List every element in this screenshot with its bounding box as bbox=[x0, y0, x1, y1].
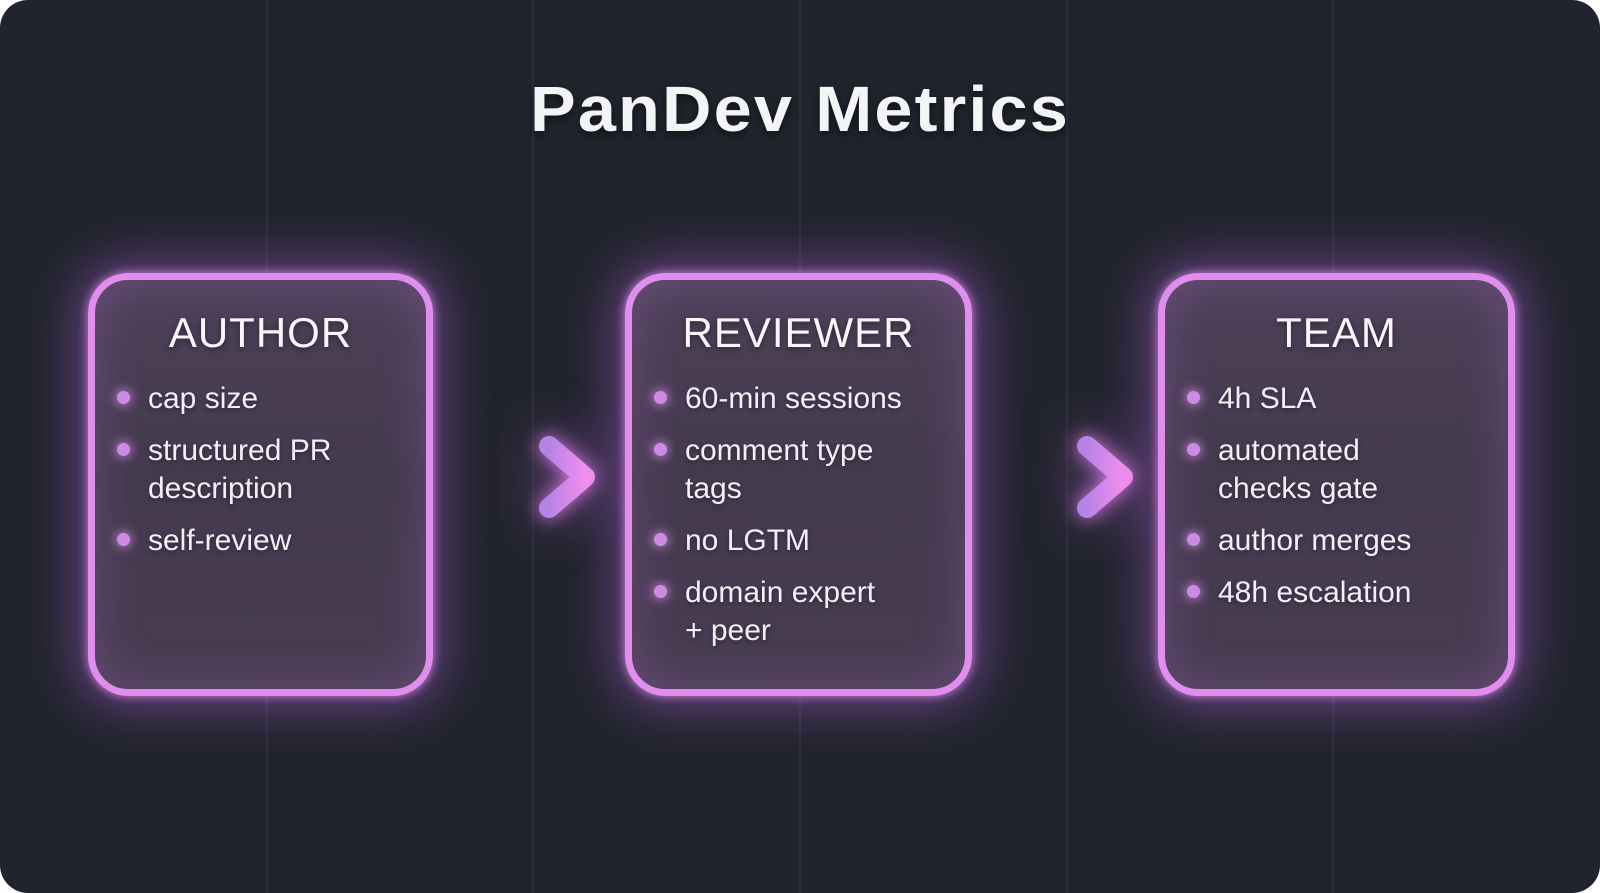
list-item-label: domain expert + peer bbox=[685, 576, 876, 647]
list-item: 4h SLA bbox=[1187, 380, 1494, 418]
list-item: 60-min sessions bbox=[654, 380, 951, 418]
bullet-dot-icon bbox=[1187, 391, 1200, 404]
stage-heading: AUTHOR bbox=[168, 309, 353, 356]
bullet-dot-icon bbox=[1187, 443, 1200, 456]
list-item: structured PR description bbox=[117, 432, 412, 508]
bullet-dot-icon bbox=[1187, 585, 1200, 598]
bullet-dot-icon bbox=[117, 533, 130, 546]
stage-card-team: TEAM 4h SLA automated checks gate author… bbox=[1158, 273, 1515, 696]
bullet-dot-icon bbox=[654, 585, 667, 598]
bullet-dot-icon bbox=[654, 391, 667, 404]
list-item: author merges bbox=[1187, 522, 1494, 560]
list-item-label: comment type tags bbox=[685, 434, 874, 505]
bullet-dot-icon bbox=[654, 443, 667, 456]
list-item: cap size bbox=[117, 380, 412, 418]
list-item-label: no LGTM bbox=[685, 524, 811, 557]
list-item-label: structured PR description bbox=[148, 434, 332, 505]
bullet-dot-icon bbox=[654, 533, 667, 546]
list-item-label: author merges bbox=[1218, 524, 1412, 557]
arrow-right-icon bbox=[993, 436, 1133, 518]
list-item-label: 48h escalation bbox=[1218, 576, 1412, 609]
list-item-label: self-review bbox=[148, 524, 292, 557]
bullet-dot-icon bbox=[1187, 533, 1200, 546]
list-item: 48h escalation bbox=[1187, 574, 1494, 612]
grid-line bbox=[532, 0, 534, 893]
stage-heading: TEAM bbox=[1276, 309, 1397, 356]
stage-card-reviewer: REVIEWER 60-min sessions comment type ta… bbox=[625, 273, 972, 696]
list-item-label: cap size bbox=[148, 382, 259, 415]
stage-card-author: AUTHOR cap size structured PR descriptio… bbox=[88, 273, 433, 696]
list-item: no LGTM bbox=[654, 522, 951, 560]
list-item: automated checks gate bbox=[1187, 432, 1494, 508]
bullet-dot-icon bbox=[117, 443, 130, 456]
list-item: self-review bbox=[117, 522, 412, 560]
list-item-label: 60-min sessions bbox=[685, 382, 902, 415]
stage-heading: REVIEWER bbox=[682, 309, 915, 356]
arrow-right-icon bbox=[455, 436, 595, 518]
list-item-label: 4h SLA bbox=[1218, 382, 1317, 415]
bullet-list: 4h SLA automated checks gate author merg… bbox=[1165, 380, 1508, 612]
bullet-list: cap size structured PR description self-… bbox=[95, 380, 426, 560]
bullet-list: 60-min sessions comment type tags no LGT… bbox=[632, 380, 965, 650]
page-title: PanDev Metrics bbox=[530, 73, 1070, 145]
bullet-dot-icon bbox=[117, 391, 130, 404]
list-item: comment type tags bbox=[654, 432, 951, 508]
grid-line bbox=[1066, 0, 1068, 893]
list-item-label: automated checks gate bbox=[1218, 434, 1379, 505]
list-item: domain expert + peer bbox=[654, 574, 951, 650]
